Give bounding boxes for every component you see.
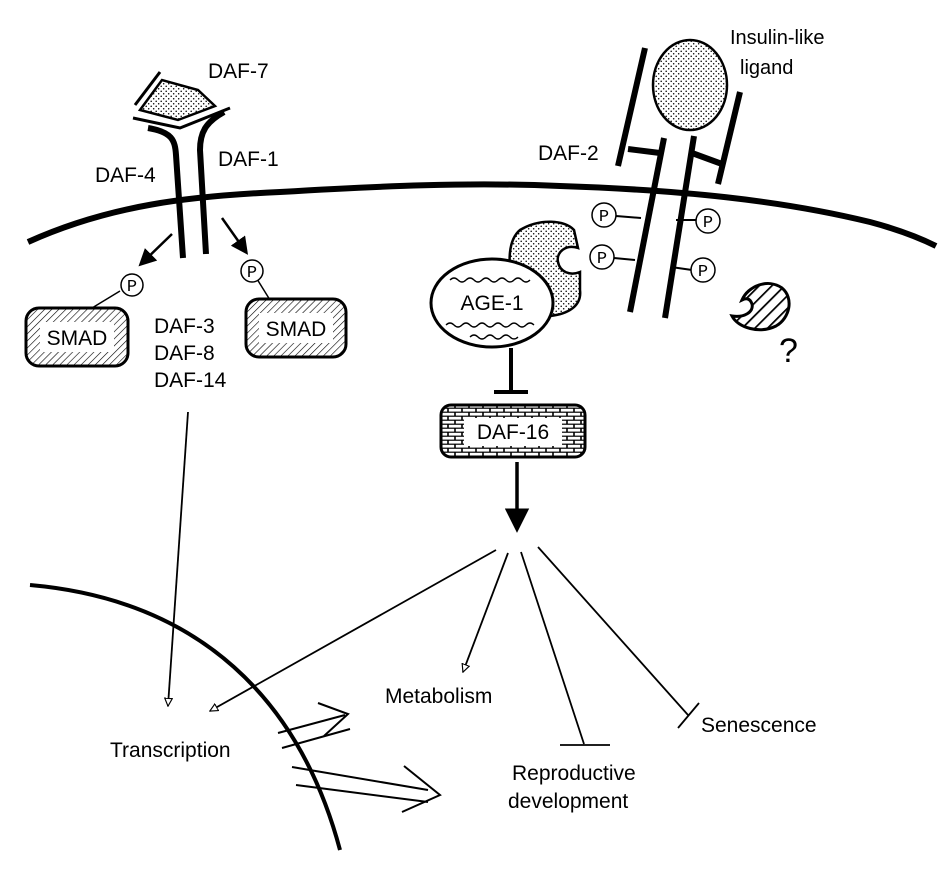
smad-left-label: SMAD — [47, 327, 108, 350]
cell-membrane — [26, 181, 938, 249]
daf-4-receptor — [147, 125, 186, 259]
daf-7-label: DAF-7 — [208, 60, 269, 83]
daf-16-label: DAF-16 — [477, 421, 549, 444]
reproductive-label-line1: Reproductive — [512, 762, 636, 785]
transcription-output-arrow-bottom — [291, 765, 442, 813]
age-1-kinase: AGE-1 — [429, 257, 555, 349]
daf-2-phospho-3: P — [589, 244, 636, 270]
daf-8-label: DAF-8 — [154, 342, 215, 365]
daf-2-receptor — [615, 47, 743, 319]
smad-left-phospho: P — [91, 273, 144, 309]
daf-16-inhibits-reproductive-development — [520, 551, 610, 746]
daf-14-label: DAF-14 — [154, 369, 227, 392]
daf-16-box: DAF-16 — [439, 403, 587, 459]
svg-text:P: P — [599, 208, 609, 227]
daf-16-to-transcription-arrow — [210, 549, 497, 712]
unknown-component — [729, 282, 791, 332]
svg-text:P: P — [247, 264, 257, 283]
daf-7-ligand — [132, 71, 231, 130]
daf-4-label: DAF-4 — [95, 164, 156, 187]
daf-2-phospho-2: P — [676, 208, 721, 234]
insulin-label-line1: Insulin-like — [730, 27, 824, 49]
transcription-output-arrow-top — [277, 702, 351, 749]
insulin-label-line2: ligand — [740, 57, 793, 79]
daf-16-inhibits-senescence — [537, 546, 700, 729]
smad-left: SMAD — [24, 306, 130, 368]
nuclear-envelope — [29, 583, 342, 851]
daf-2-label: DAF-2 — [538, 142, 599, 165]
smad-right-phospho: P — [240, 259, 271, 301]
daf-2-phospho-4: P — [670, 257, 716, 283]
svg-text:P: P — [127, 278, 137, 297]
daf-1-to-smad-arrow — [220, 217, 249, 255]
daf-16-to-metabolism-arrow — [463, 552, 509, 672]
daf-4-to-smad-arrow — [138, 233, 173, 267]
daf-1-label: DAF-1 — [218, 148, 279, 171]
smad-to-transcription-arrow — [168, 411, 189, 706]
age-1-inhibits-daf-16 — [494, 348, 528, 394]
metabolism-label: Metabolism — [385, 685, 492, 708]
question-mark: ? — [779, 332, 798, 370]
daf-1-receptor — [196, 109, 226, 255]
smad-right-label: SMAD — [266, 318, 327, 341]
age-1-label: AGE-1 — [460, 292, 523, 315]
senescence-label: Senescence — [701, 714, 817, 737]
insulin-like-ligand — [651, 38, 729, 132]
daf-3-label: DAF-3 — [154, 315, 215, 338]
svg-text:P: P — [703, 214, 713, 233]
transcription-label: Transcription — [110, 739, 231, 762]
daf-2-phospho-1: P — [591, 202, 642, 228]
svg-text:P: P — [597, 250, 607, 269]
smad-right: SMAD — [244, 297, 348, 359]
svg-text:P: P — [698, 263, 708, 282]
reproductive-label-line2: development — [508, 790, 628, 813]
